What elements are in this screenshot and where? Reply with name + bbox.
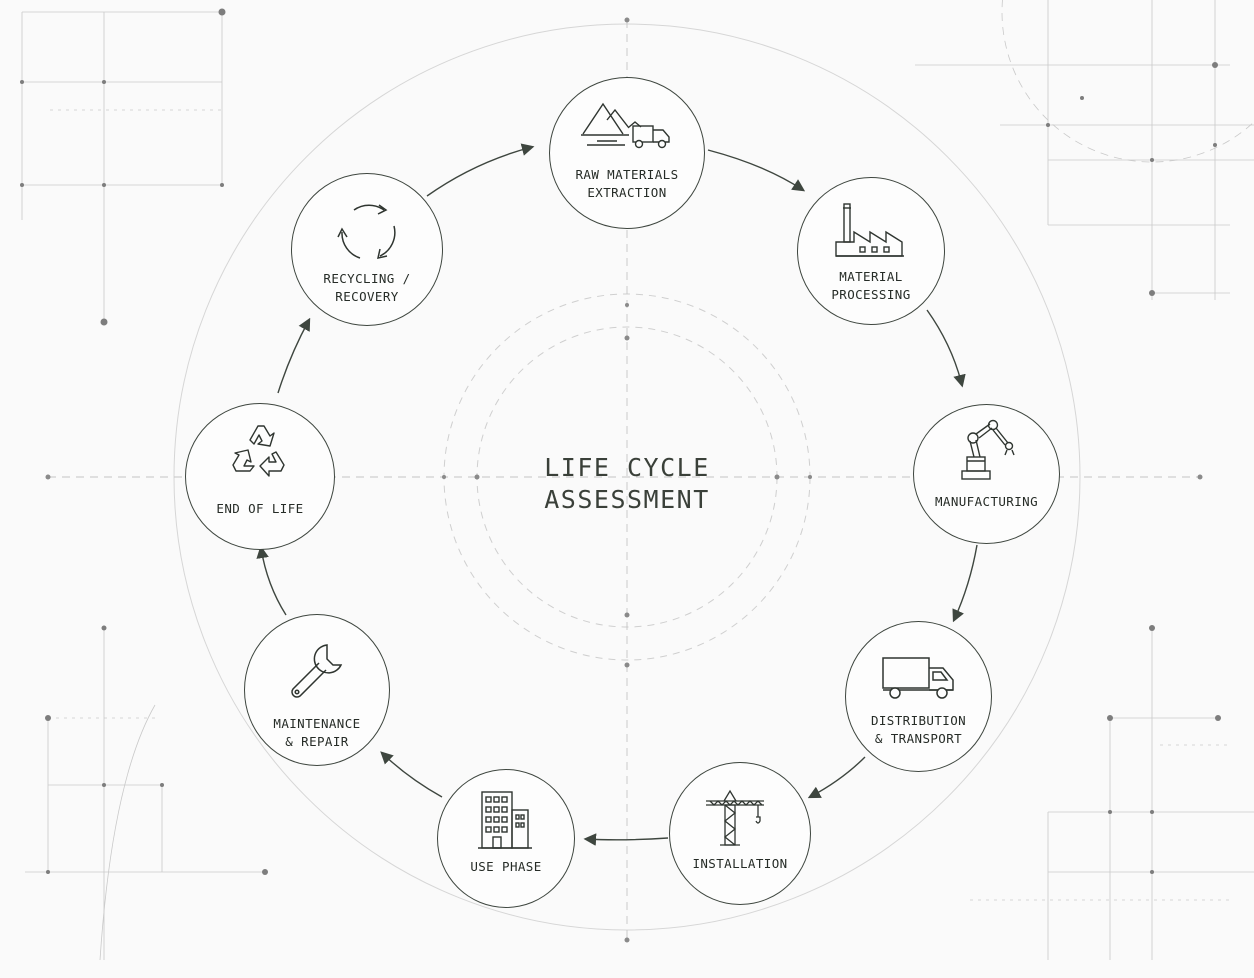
stage-label: USE PHASE <box>470 859 542 874</box>
stage-installation: INSTALLATION <box>669 762 811 905</box>
stage-manufacturing: MANUFACTURING <box>913 404 1060 544</box>
arrow-recycling-to-raw <box>426 143 535 197</box>
arrow-processing-to-manufacturing <box>926 309 966 388</box>
arrow-installation-to-use <box>583 833 669 846</box>
arrow-endoflife-to-recycling <box>277 317 311 394</box>
stage-label: MANUFACTURING <box>934 494 1039 509</box>
stage-label: MAINTENANCE & REPAIR <box>273 716 361 749</box>
truck-icon <box>881 657 954 699</box>
flow-arrows <box>256 143 978 846</box>
stage-end-of-life: END OF LIFE <box>185 403 335 550</box>
corner-grid-bottom-right <box>970 628 1254 960</box>
stage-label: END OF LIFE <box>216 501 304 516</box>
stage-use-phase: USE PHASE <box>437 769 575 908</box>
wrench-icon <box>291 644 343 698</box>
stage-label: DISTRIBUTION & TRANSPORT <box>870 713 967 746</box>
diagram-title: LIFE CYCLE ASSESSMENT <box>477 452 777 516</box>
arrow-maintenance-to-endoflife <box>256 545 287 616</box>
stage-raw-materials: RAW MATERIALS EXTRACTION <box>549 77 705 229</box>
mountains-truck-icon <box>581 102 670 149</box>
robot-arm-icon <box>960 419 1015 480</box>
stage-material-processing: MATERIAL PROCESSING <box>797 177 945 325</box>
factory-icon <box>835 203 904 257</box>
title-line-1: LIFE CYCLE <box>544 453 710 482</box>
corner-grid-top-left <box>21 11 223 322</box>
stage-label: MATERIAL PROCESSING <box>831 269 911 302</box>
arrow-manufacturing-to-distribution <box>952 544 978 623</box>
arrow-use-to-maintenance <box>380 751 443 798</box>
crane-icon <box>706 789 764 846</box>
stage-maintenance: MAINTENANCE & REPAIR <box>244 614 390 766</box>
recycle-symbol-icon <box>232 425 285 477</box>
stage-label: RAW MATERIALS EXTRACTION <box>575 167 679 200</box>
cycle-arrows-icon <box>337 204 396 259</box>
stage-label: INSTALLATION <box>692 856 788 871</box>
stage-recycling: RECYCLING / RECOVERY <box>291 173 443 326</box>
arrow-distribution-to-installation <box>807 756 866 799</box>
building-icon <box>478 791 532 849</box>
stage-distribution: DISTRIBUTION & TRANSPORT <box>845 621 992 772</box>
arrow-raw-to-processing <box>707 149 806 192</box>
corner-grid-bottom-left <box>25 628 265 961</box>
stage-label: RECYCLING / RECOVERY <box>323 271 411 304</box>
corner-grid-top-right <box>915 0 1254 300</box>
title-line-2: ASSESSMENT <box>544 485 710 514</box>
